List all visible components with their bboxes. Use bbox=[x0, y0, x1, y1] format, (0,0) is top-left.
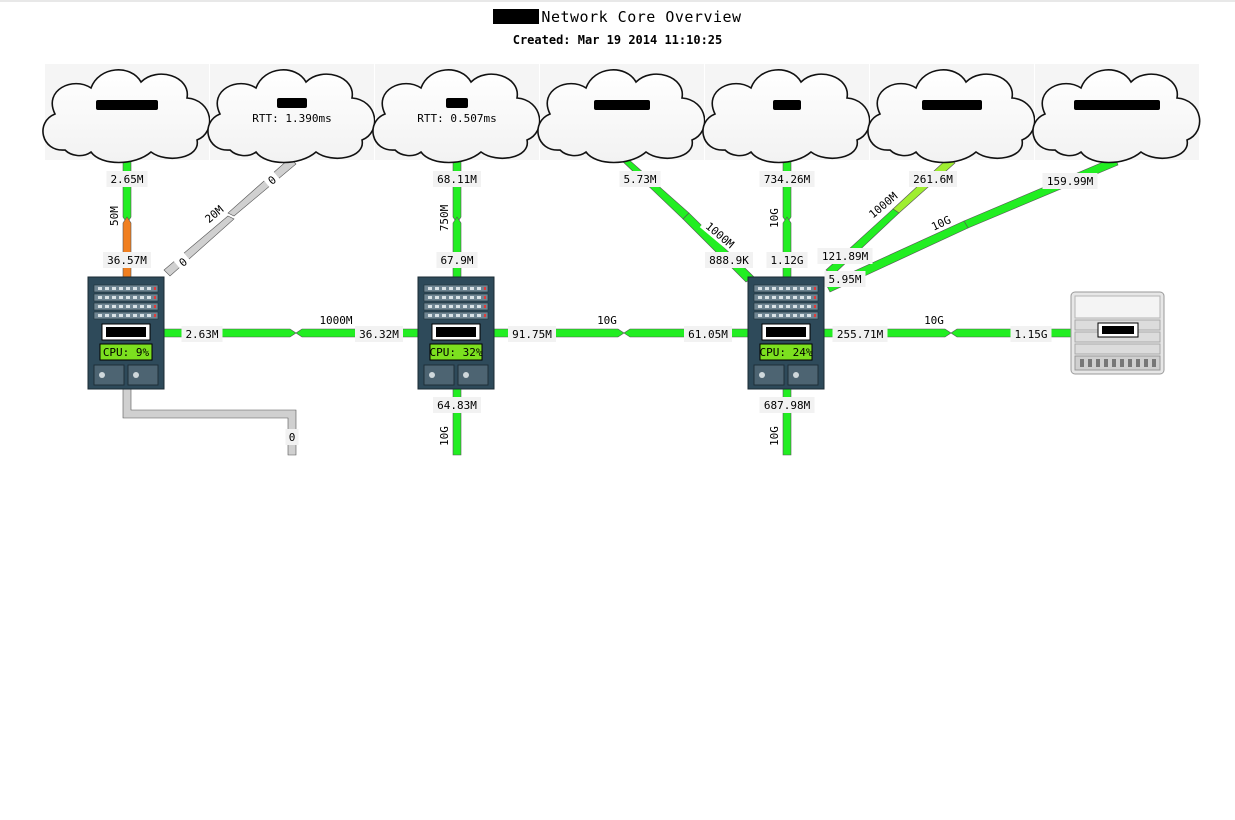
svg-text:10G: 10G bbox=[597, 314, 617, 327]
bw-label-c4-in: 888.9K bbox=[705, 252, 753, 268]
svg-text:10G: 10G bbox=[768, 426, 781, 446]
cpu-label: CPU: 32% bbox=[430, 346, 483, 359]
bw-label-c4-out: 5.73M bbox=[619, 171, 661, 187]
bw-label-s3-down-cap: 10G bbox=[767, 422, 781, 450]
redacted-mark bbox=[446, 98, 468, 108]
bw-label-s1s2-a: 2.63M bbox=[181, 326, 223, 342]
bw-label-c5-cap: 10G bbox=[767, 204, 781, 232]
cpu-label: CPU: 24% bbox=[760, 346, 813, 359]
bw-label-c1-cap: 50M bbox=[107, 202, 121, 230]
svg-text:5.95M: 5.95M bbox=[828, 273, 861, 286]
redacted-mark bbox=[1102, 326, 1134, 334]
bw-label-s3-down: 687.98M bbox=[759, 397, 815, 413]
redacted-mark bbox=[773, 100, 801, 110]
svg-text:0: 0 bbox=[289, 431, 296, 444]
bw-label-s2-down: 64.83M bbox=[433, 397, 481, 413]
svg-text:64.83M: 64.83M bbox=[437, 399, 477, 412]
svg-text:50M: 50M bbox=[108, 206, 121, 226]
bw-label-c7-in: 5.95M bbox=[824, 271, 866, 287]
redacted-mark bbox=[766, 327, 806, 337]
svg-text:888.9K: 888.9K bbox=[709, 254, 749, 267]
clouds: RTT: 1.390ms RTT: 0.507ms bbox=[42, 64, 1201, 164]
svg-text:687.98M: 687.98M bbox=[764, 399, 811, 412]
cloud-rtt: RTT: 1.390ms bbox=[252, 112, 331, 125]
bw-label-s1s2-cap: 1000M bbox=[315, 313, 357, 327]
router-chassis[interactable] bbox=[1070, 291, 1165, 375]
switches: CPU: 9% CPU: 32% CPU: 24% bbox=[87, 276, 825, 390]
bw-label-s3r-b: 1.15G bbox=[1010, 326, 1052, 342]
bw-label-c6-out: 261.6M bbox=[909, 171, 957, 187]
cloud-c4[interactable] bbox=[537, 64, 706, 164]
svg-text:10G: 10G bbox=[924, 314, 944, 327]
bw-label-c2-in: 0 bbox=[173, 252, 193, 272]
bw-label-s2-down-cap: 10G bbox=[437, 422, 451, 450]
svg-text:91.75M: 91.75M bbox=[512, 328, 552, 341]
bw-label-c7-out: 159.99M bbox=[1042, 173, 1098, 189]
bw-label-c6-in: 121.89M bbox=[817, 248, 873, 264]
svg-text:10G: 10G bbox=[768, 208, 781, 228]
redacted-mark bbox=[1074, 100, 1160, 110]
svg-text:36.32M: 36.32M bbox=[359, 328, 399, 341]
link-s1-down[interactable] bbox=[122, 387, 297, 456]
bandwidth-labels: 2.65M50M36.57M020M068.11M750M67.9M5.73M1… bbox=[103, 170, 1098, 450]
cloud-c6[interactable] bbox=[867, 64, 1036, 164]
svg-text:36.57M: 36.57M bbox=[107, 254, 147, 267]
svg-text:750M: 750M bbox=[438, 204, 451, 231]
svg-text:61.05M: 61.05M bbox=[688, 328, 728, 341]
bw-label-s1-down: 0 bbox=[285, 429, 299, 445]
switch-s3[interactable]: CPU: 24% bbox=[747, 276, 825, 390]
switch-s2[interactable]: CPU: 32% bbox=[417, 276, 495, 390]
bw-label-c2-out: 0 bbox=[262, 170, 282, 190]
bw-label-c5-in: 1.12G bbox=[766, 252, 808, 268]
bw-label-c3-cap: 750M bbox=[437, 201, 451, 235]
redacted-mark bbox=[106, 327, 146, 337]
svg-text:5.73M: 5.73M bbox=[623, 173, 656, 186]
bw-label-s2s3-a: 91.75M bbox=[508, 326, 556, 342]
bw-label-c1-in: 36.57M bbox=[103, 252, 151, 268]
svg-text:2.65M: 2.65M bbox=[110, 173, 143, 186]
bw-label-c1-out: 2.65M bbox=[106, 171, 148, 187]
redacted-mark bbox=[922, 100, 982, 110]
cloud-c7[interactable] bbox=[1032, 64, 1201, 164]
bw-label-s2s3-cap: 10G bbox=[593, 313, 621, 327]
svg-text:159.99M: 159.99M bbox=[1047, 175, 1094, 188]
svg-text:121.89M: 121.89M bbox=[822, 250, 869, 263]
redacted-mark bbox=[277, 98, 307, 108]
top-border bbox=[0, 0, 1235, 2]
cloud-c3[interactable]: RTT: 0.507ms bbox=[372, 64, 541, 164]
svg-text:2.63M: 2.63M bbox=[185, 328, 218, 341]
svg-text:261.6M: 261.6M bbox=[913, 173, 953, 186]
svg-text:67.9M: 67.9M bbox=[440, 254, 473, 267]
links bbox=[122, 156, 1119, 456]
bw-label-c5-out: 734.26M bbox=[759, 171, 815, 187]
switch-s1[interactable]: CPU: 9% bbox=[87, 276, 165, 390]
cpu-label: CPU: 9% bbox=[103, 346, 150, 359]
bw-label-c3-out: 68.11M bbox=[433, 171, 481, 187]
svg-text:255.71M: 255.71M bbox=[837, 328, 884, 341]
bw-label-s1s2-b: 36.32M bbox=[355, 326, 403, 342]
bw-label-s3r-a: 255.71M bbox=[832, 326, 888, 342]
svg-text:1.12G: 1.12G bbox=[770, 254, 803, 267]
cloud-c2[interactable]: RTT: 1.390ms bbox=[207, 64, 376, 164]
cloud-rtt: RTT: 0.507ms bbox=[417, 112, 496, 125]
bw-label-c3-in: 67.9M bbox=[436, 252, 478, 268]
svg-text:1000M: 1000M bbox=[319, 314, 352, 327]
svg-text:10G: 10G bbox=[438, 426, 451, 446]
map-title-text: Network Core Overview bbox=[541, 8, 742, 26]
redacted-mark bbox=[594, 100, 650, 110]
bw-label-s2s3-b: 61.05M bbox=[684, 326, 732, 342]
redacted-mark bbox=[493, 9, 540, 24]
svg-text:734.26M: 734.26M bbox=[764, 173, 811, 186]
redacted-mark bbox=[436, 327, 476, 337]
map-title: Network Core Overview bbox=[0, 8, 1235, 26]
svg-text:1.15G: 1.15G bbox=[1014, 328, 1047, 341]
redacted-mark bbox=[96, 100, 158, 110]
cloud-c1[interactable] bbox=[42, 64, 211, 164]
svg-text:68.11M: 68.11M bbox=[437, 173, 477, 186]
created-timestamp: Created: Mar 19 2014 11:10:25 bbox=[512, 33, 723, 47]
cloud-c5[interactable] bbox=[702, 64, 871, 164]
bw-label-s3r-cap: 10G bbox=[920, 313, 948, 327]
